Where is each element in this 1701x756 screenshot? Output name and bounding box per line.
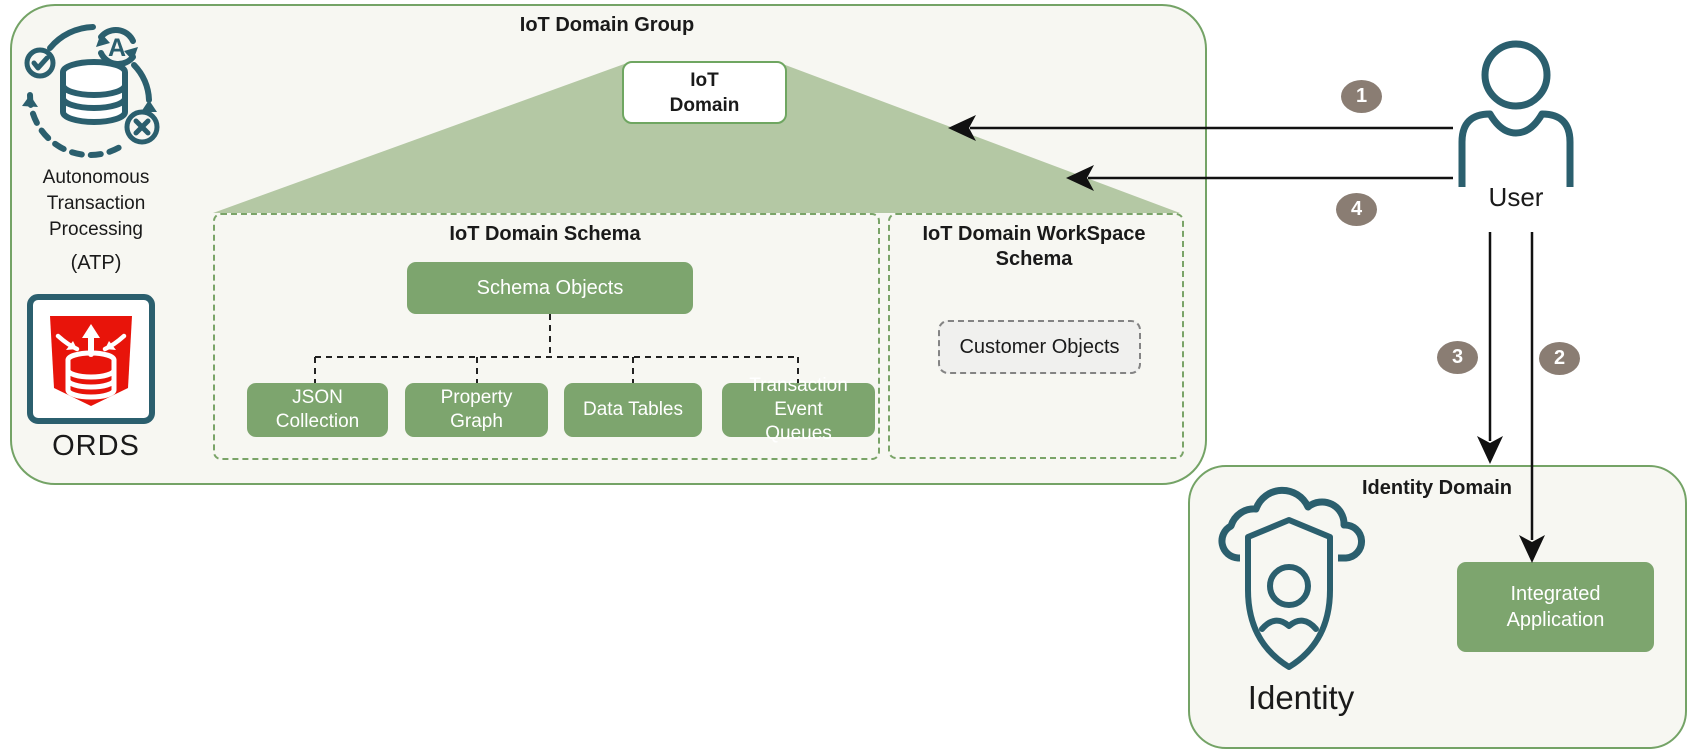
json-collection-label: JSON Collection — [275, 387, 360, 432]
atp-label-text: Autonomous Transaction Processing — [42, 167, 150, 240]
iot-domain-schema-box — [213, 213, 880, 460]
integrated-application-box: Integrated Application — [1457, 562, 1654, 652]
step-badge-4: 4 — [1336, 193, 1377, 226]
iot-domain-box-label: IoT Domain — [669, 69, 740, 116]
iot-domain-workspace-schema-title: IoT Domain WorkSpace Schema — [898, 222, 1170, 272]
user-label: User — [1488, 182, 1544, 212]
data-tables-label: Data Tables — [583, 399, 683, 420]
iot-domain-group-title: IoT Domain Group — [519, 14, 695, 36]
step-badge-1: 1 — [1341, 80, 1382, 113]
user-icon — [1458, 40, 1574, 187]
identity-label: Identity — [1247, 679, 1355, 716]
property-graph-label: Property Graph — [440, 387, 513, 432]
iot-domain-schema-title: IoT Domain Schema — [449, 223, 641, 245]
property-graph-box: Property Graph — [405, 383, 548, 437]
atp-abbreviation: (ATP) — [70, 252, 122, 274]
step-badge-2: 2 — [1539, 342, 1580, 375]
json-collection-box: JSON Collection — [247, 383, 388, 437]
customer-objects-box: Customer Objects — [938, 320, 1141, 374]
transaction-event-queues-box: Transaction Event Queues — [722, 375, 875, 444]
iot-domain-workspace-schema-box — [888, 213, 1184, 459]
atp-label: Autonomous Transaction Processing — [15, 165, 177, 243]
ords-label: ORDS — [52, 430, 140, 462]
flow-arrow-3 — [1477, 232, 1503, 464]
data-tables-box: Data Tables — [564, 383, 702, 437]
step-badge-3: 3 — [1437, 341, 1478, 374]
identity-domain-title: Identity Domain — [1361, 477, 1512, 499]
schema-objects-box: Schema Objects — [407, 262, 693, 314]
iot-domain-box: IoT Domain — [622, 61, 787, 124]
integrated-application-label: Integrated Application — [1506, 583, 1605, 631]
workspace-title-text: IoT Domain WorkSpace Schema — [922, 223, 1146, 270]
transaction-event-queues-label: Transaction Event Queues — [749, 375, 848, 444]
